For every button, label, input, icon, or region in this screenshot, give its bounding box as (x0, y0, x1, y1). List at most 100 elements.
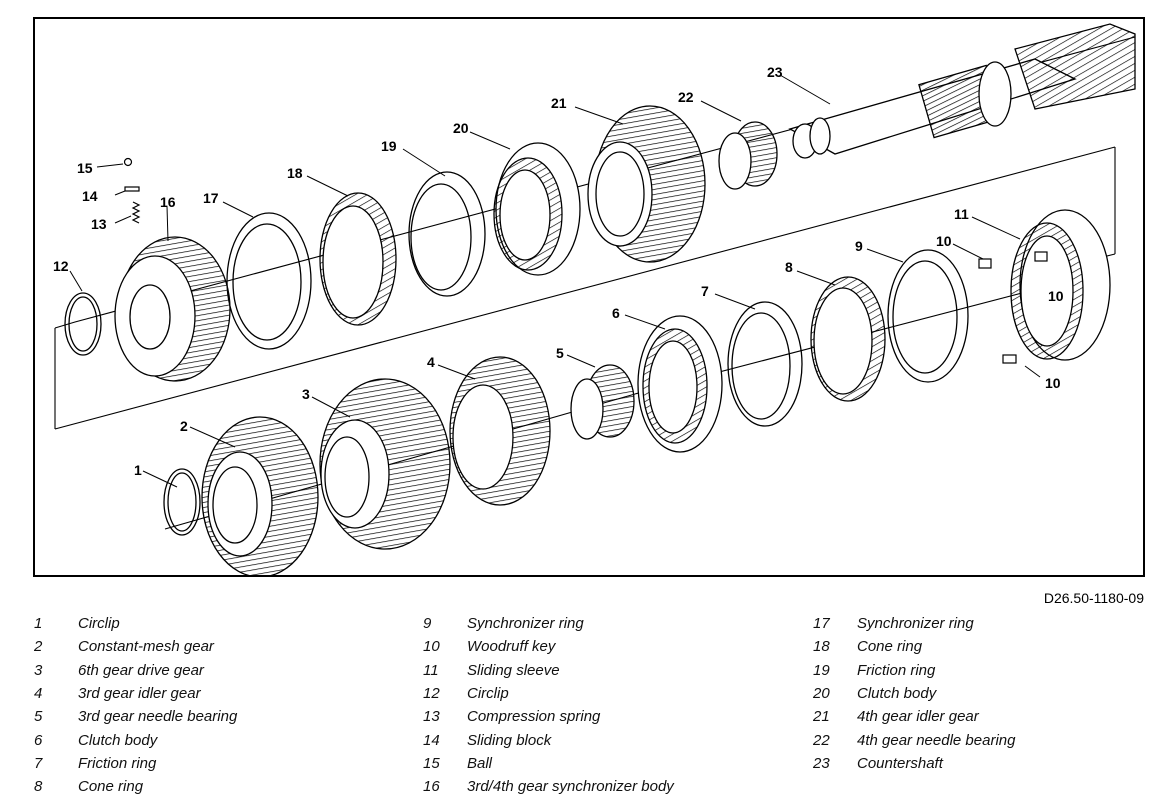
legend-number: 10 (423, 638, 440, 656)
legend-item: 12 Circlip (423, 682, 674, 705)
legend-text: Woodruff key (467, 638, 556, 656)
legend-number: 23 (813, 754, 830, 772)
cone-ring-8 (810, 276, 886, 402)
callout-3: 3 (302, 386, 310, 402)
callout-19: 19 (381, 138, 397, 154)
legend-text: Compression spring (467, 708, 601, 726)
legend-text: 3rd gear idler gear (78, 685, 201, 703)
sync-ring-17 (226, 212, 312, 350)
legend-text: Cone ring (78, 778, 144, 796)
callout-18: 18 (287, 165, 303, 181)
callout-7: 7 (701, 283, 709, 299)
legend-text: Sliding block (467, 731, 552, 749)
legend-text: Cone ring (857, 638, 923, 656)
legend-text: Circlip (467, 685, 509, 703)
gear-21 (587, 105, 706, 263)
legend-item: 2 Constant-mesh gear (34, 635, 237, 658)
legend-column-1: 1 Circlip 2 Constant-mesh gear 3 6th gear d… (34, 612, 237, 798)
legend-item: 1 Circlip (34, 612, 237, 635)
legend-item: 15 Ball (423, 752, 674, 775)
callout-8: 8 (785, 259, 793, 275)
woodruff-keys (978, 251, 1048, 364)
legend-text: Constant-mesh gear (78, 638, 214, 656)
legend-item: 18 Cone ring (813, 635, 1015, 658)
legend-item: 5 3rd gear needle bearing (34, 705, 237, 728)
callout-9: 9 (855, 238, 863, 254)
legend-item: 11 Sliding sleeve (423, 659, 674, 682)
callout-16: 16 (160, 194, 176, 210)
callout-10-bottom: 10 (1045, 375, 1061, 391)
gear-3 (319, 378, 451, 550)
callout-15: 15 (77, 160, 93, 176)
legend-number: 21 (813, 708, 830, 726)
legend-text: Synchronizer ring (857, 615, 974, 633)
legend-text: Countershaft (857, 754, 943, 772)
legend-text: Ball (467, 754, 493, 772)
legend-item: 3 6th gear drive gear (34, 659, 237, 682)
legend-text: Circlip (78, 615, 120, 633)
legend-item: 19 Friction ring (813, 659, 1015, 682)
legend-item: 8 Cone ring (34, 775, 237, 798)
legend-number: 8 (34, 778, 43, 796)
spring-ball-assembly (123, 157, 141, 224)
legend-item: 6 Clutch body (34, 728, 237, 751)
legend-item: 9 Synchronizer ring (423, 612, 674, 635)
legend-number: 17 (813, 615, 830, 633)
legend-text: Clutch body (857, 685, 937, 703)
legend-item: 14 Sliding block (423, 728, 674, 751)
legend-column-3: 17 Synchronizer ring 18 Cone ring 19 Fricti… (813, 612, 1015, 775)
legend-number: 18 (813, 638, 830, 656)
legend-number: 12 (423, 685, 440, 703)
sliding-sleeve-11 (1010, 209, 1111, 361)
legend-number: 19 (813, 661, 830, 679)
callout-5: 5 (556, 345, 564, 361)
legend-number: 11 (423, 661, 439, 679)
legend-number: 14 (423, 731, 440, 749)
callout-20: 20 (453, 120, 469, 136)
legend-item: 10 Woodruff key (423, 635, 674, 658)
figure-code: D26.50-1180-09 (1043, 590, 1144, 606)
legend-item: 7 Friction ring (34, 752, 237, 775)
legend-number: 3 (34, 661, 43, 679)
legend-number: 9 (423, 615, 432, 633)
gear-2 (201, 416, 319, 575)
circlip-1 (163, 468, 201, 536)
legend-text: Friction ring (78, 754, 157, 772)
legend-text: Synchronizer ring (467, 615, 584, 633)
callout-21: 21 (551, 95, 567, 111)
callout-12: 12 (53, 258, 69, 274)
callout-4: 4 (427, 354, 435, 370)
legend-text: 6th gear drive gear (78, 661, 204, 679)
legend-item: 17 Synchronizer ring (813, 612, 1015, 635)
legend-number: 7 (34, 754, 43, 772)
callout-17: 17 (203, 190, 219, 206)
legend-text: 3rd/4th gear synchronizer body (467, 778, 674, 796)
callout-14: 14 (82, 188, 98, 204)
legend-number: 5 (34, 708, 43, 726)
callout-11: 11 (954, 206, 969, 222)
legend-number: 15 (423, 754, 440, 772)
countershaft (788, 23, 1136, 159)
callout-1: 1 (134, 462, 142, 478)
legend-text: 3rd gear needle bearing (78, 708, 238, 726)
clutch-body-6 (637, 315, 723, 453)
legend-number: 20 (813, 685, 830, 703)
callout-10-middle: 10 (1048, 288, 1064, 304)
legend-number: 1 (34, 615, 43, 633)
callout-10-top: 10 (936, 233, 952, 249)
circlip-12 (64, 292, 102, 356)
sync-ring-9 (887, 249, 969, 383)
legend-text: Friction ring (857, 661, 936, 679)
legend-text: Sliding sleeve (467, 661, 560, 679)
callout-2: 2 (180, 418, 188, 434)
callout-13: 13 (91, 216, 107, 232)
legend-number: 6 (34, 731, 43, 749)
legend-number: 2 (34, 638, 43, 656)
legend-text: Clutch body (78, 731, 158, 749)
legend-text: 4th gear needle bearing (857, 731, 1016, 749)
